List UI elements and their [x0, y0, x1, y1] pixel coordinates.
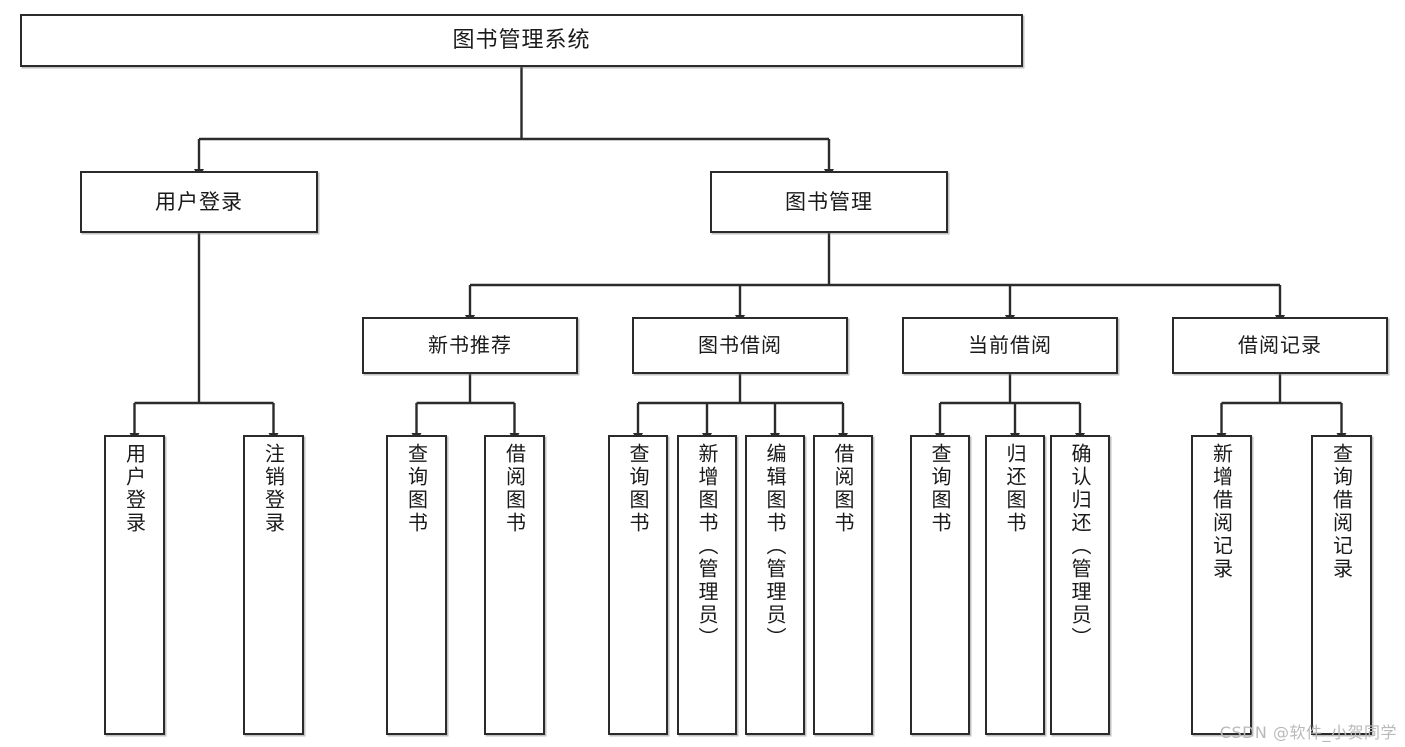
node-label: 新增图书（管理员）	[695, 443, 719, 650]
node-leaf-add-book[interactable]: 新增图书（管理员）	[677, 435, 737, 735]
node-label: 用户登录	[155, 189, 243, 214]
node-book-borrow[interactable]: 图书借阅	[632, 317, 848, 374]
node-borrow-record[interactable]: 借阅记录	[1172, 317, 1388, 374]
node-leaf-query-book-1[interactable]: 查询图书	[386, 435, 447, 735]
node-label: 新书推荐	[428, 332, 512, 357]
node-label: 查询图书	[404, 443, 429, 535]
node-label: 确认归还（管理员）	[1068, 443, 1092, 650]
node-user-login[interactable]: 用户登录	[80, 171, 318, 233]
node-leaf-query-record[interactable]: 查询借阅记录	[1311, 435, 1372, 735]
node-leaf-return-book[interactable]: 归还图书	[985, 435, 1045, 735]
node-leaf-confirm-ret[interactable]: 确认归还（管理员）	[1050, 435, 1110, 735]
node-label: 查询图书	[626, 443, 650, 535]
node-new-book-rec[interactable]: 新书推荐	[362, 317, 578, 374]
node-label: 归还图书	[1003, 443, 1027, 535]
node-leaf-borrow-book-2[interactable]: 借阅图书	[813, 435, 873, 735]
node-leaf-user-login[interactable]: 用户登录	[104, 435, 165, 735]
node-label: 借阅图书	[831, 443, 855, 535]
watermark-text: CSDN @软件_小贺同学	[1219, 723, 1397, 742]
node-leaf-add-record[interactable]: 新增借阅记录	[1191, 435, 1252, 735]
node-label: 注销登录	[261, 443, 286, 535]
node-leaf-edit-book[interactable]: 编辑图书（管理员）	[745, 435, 805, 735]
connector-lines	[129, 67, 1347, 442]
node-label: 当前借阅	[968, 332, 1052, 357]
node-label: 图书借阅	[698, 332, 782, 357]
node-label: 借阅图书	[502, 443, 527, 535]
node-label: 借阅记录	[1238, 332, 1322, 357]
node-label: 查询借阅记录	[1329, 443, 1354, 581]
node-label: 图书管理	[785, 189, 873, 214]
node-label: 用户登录	[122, 443, 147, 535]
node-leaf-query-book-3[interactable]: 查询图书	[910, 435, 970, 735]
node-label: 编辑图书（管理员）	[763, 443, 787, 650]
node-leaf-user-logout[interactable]: 注销登录	[243, 435, 304, 735]
node-book-manage[interactable]: 图书管理	[710, 171, 948, 233]
node-root[interactable]: 图书管理系统	[20, 14, 1023, 67]
node-label: 图书管理系统	[452, 27, 591, 53]
node-label: 查询图书	[928, 443, 952, 535]
node-leaf-borrow-book-1[interactable]: 借阅图书	[484, 435, 545, 735]
node-current-borrow[interactable]: 当前借阅	[902, 317, 1118, 374]
node-leaf-query-book-2[interactable]: 查询图书	[608, 435, 668, 735]
node-label: 新增借阅记录	[1209, 443, 1234, 581]
